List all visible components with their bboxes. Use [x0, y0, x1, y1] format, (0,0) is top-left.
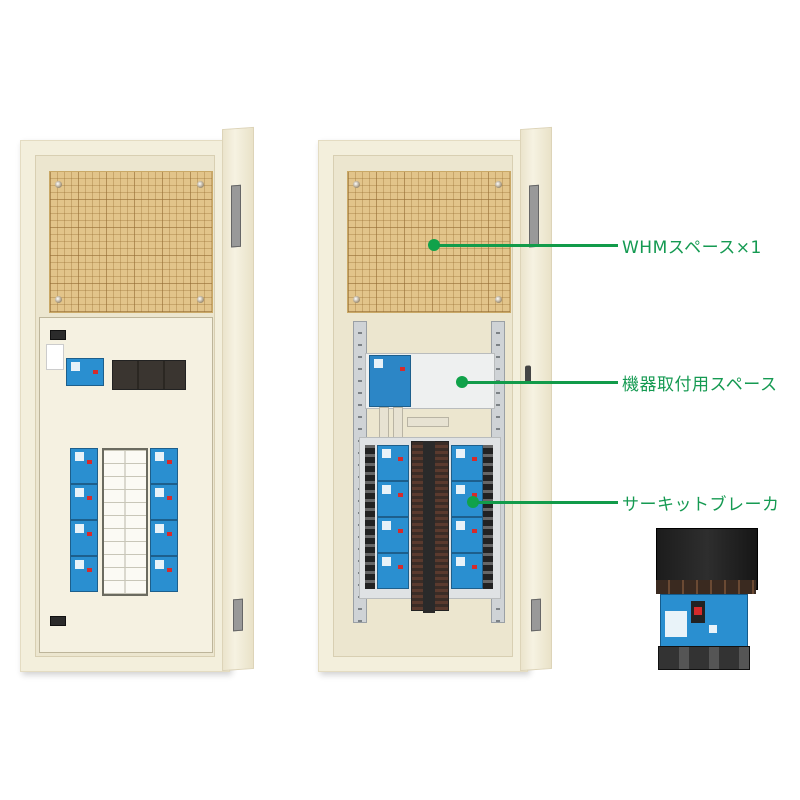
- branch-breaker: [451, 553, 483, 589]
- callout-label-whm-space: WHMスペース×1: [622, 238, 762, 258]
- right-cabinet-door: [520, 126, 552, 672]
- left-front-cover: [39, 317, 213, 653]
- circuit-directory-card: [102, 448, 148, 596]
- cover-latch-top: [50, 330, 66, 340]
- breaker-test-button: [709, 625, 717, 633]
- callout-dot-breaker: [467, 496, 479, 508]
- door-latch: [529, 184, 539, 248]
- breaker-toggle-red: [694, 607, 702, 615]
- door-latch: [233, 598, 243, 632]
- door-latch: [531, 598, 541, 632]
- screw: [197, 181, 204, 188]
- terminal-block-left: [365, 445, 375, 589]
- breaker-bottom-terminals: [658, 646, 750, 670]
- nameplate-label: [46, 344, 64, 370]
- bus-conductor: [379, 407, 389, 439]
- left-cabinet: [20, 140, 230, 672]
- right-cabinet: [318, 140, 528, 672]
- branch-breaker: [70, 520, 98, 556]
- callout-label-equipment-space: 機器取付用スペース: [622, 375, 778, 395]
- branch-breaker: [150, 484, 178, 520]
- branch-breaker: [150, 448, 178, 484]
- screw: [55, 296, 62, 303]
- main-breaker: [369, 355, 411, 407]
- screw: [353, 296, 360, 303]
- main-breaker-window: [66, 358, 104, 386]
- branch-breaker: [150, 556, 178, 592]
- screw: [495, 296, 502, 303]
- callout-dot-whm: [428, 239, 440, 251]
- callout-label-circuit-breaker: サーキットブレーカ: [622, 495, 780, 515]
- branch-breaker: [451, 481, 483, 517]
- branch-breaker: [377, 553, 409, 589]
- screw: [197, 296, 204, 303]
- branch-breaker: [377, 517, 409, 553]
- breaker-rating-plate: [665, 611, 687, 637]
- screw: [353, 181, 360, 188]
- branch-breaker: [451, 445, 483, 481]
- door-latch: [231, 184, 241, 248]
- screw: [55, 181, 62, 188]
- left-whm-mesh-board: [49, 171, 213, 313]
- callout-dot-equipment: [456, 376, 468, 388]
- breaker-front-label: [660, 594, 748, 648]
- branch-breaker: [70, 448, 98, 484]
- cover-latch-bottom: [50, 616, 66, 626]
- left-cabinet-door: [222, 126, 254, 672]
- standalone-circuit-breaker: [650, 528, 760, 670]
- branch-breaker: [70, 556, 98, 592]
- bus-conductor: [407, 417, 449, 427]
- branch-breaker: [150, 520, 178, 556]
- branch-breaker: [377, 445, 409, 481]
- breaker-terminal-cover: [656, 580, 756, 594]
- screw: [495, 181, 502, 188]
- callout-line-equipment: [466, 381, 618, 384]
- callout-line-breaker: [477, 501, 618, 504]
- branch-breaker: [377, 481, 409, 517]
- meter-window: [112, 360, 186, 390]
- terminal-block-right: [483, 445, 493, 589]
- callout-line-whm: [438, 244, 618, 247]
- branch-breaker: [70, 484, 98, 520]
- busbar-center: [423, 441, 435, 613]
- branch-breaker: [451, 517, 483, 553]
